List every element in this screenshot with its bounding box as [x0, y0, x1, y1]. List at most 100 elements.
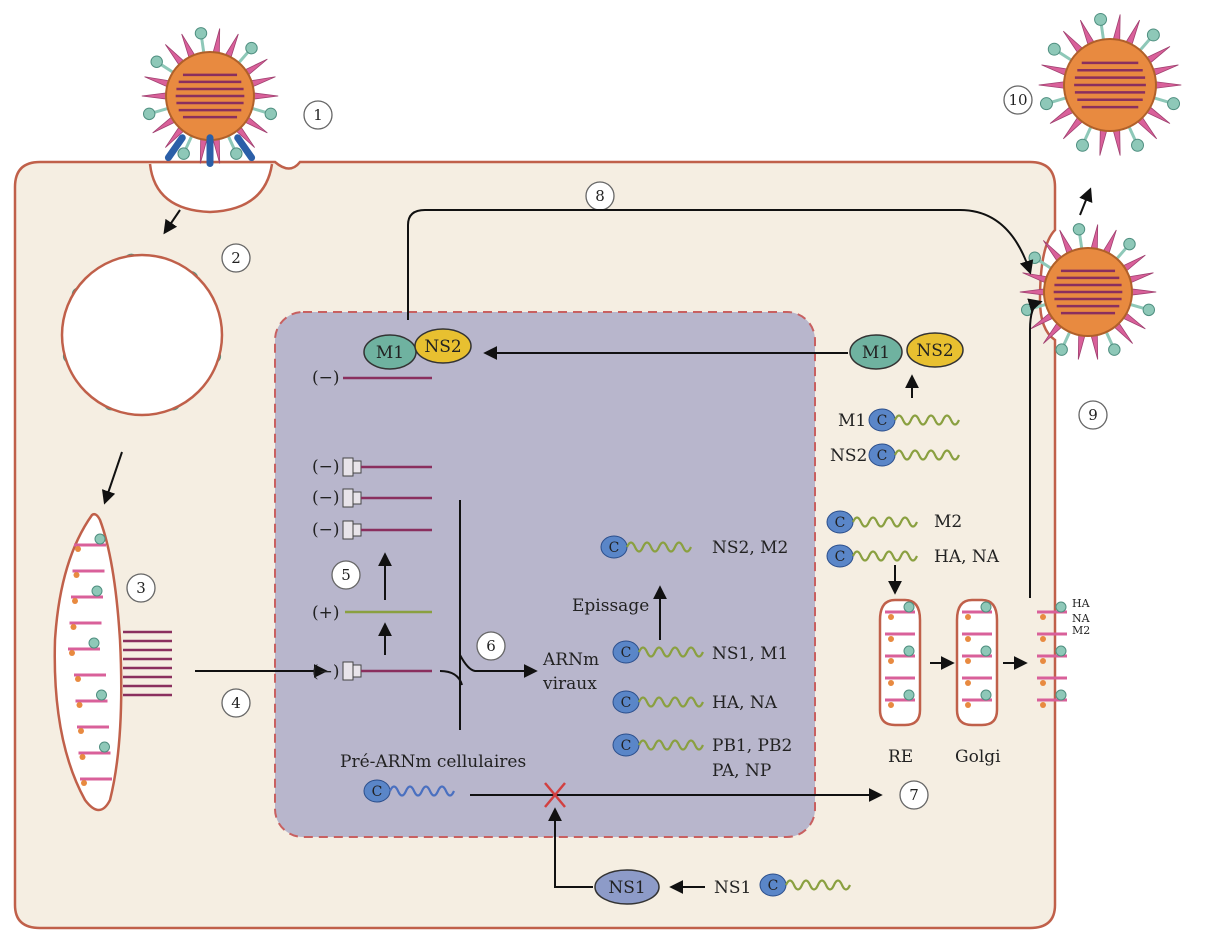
ha-spike: [141, 92, 167, 100]
mrna-ha-na: C: [612, 690, 705, 714]
mrna-strand: [388, 785, 456, 797]
step-4-marker: 4: [221, 688, 251, 718]
endocytic-pit: [148, 163, 274, 214]
plus-label: (+): [312, 603, 340, 623]
mrna-strand: [893, 414, 961, 426]
na-spike-head: [1094, 12, 1108, 26]
m2-channel: [1040, 658, 1046, 664]
re-label: RE: [888, 747, 913, 767]
mrna-strand: [784, 879, 852, 891]
ha-spike: [1112, 14, 1121, 41]
cap-letter: C: [877, 448, 888, 464]
ha-spike: [1043, 240, 1063, 262]
ha-spike: [1131, 288, 1157, 296]
arrow-1-2: [163, 209, 181, 235]
polymerase-icon: [342, 457, 354, 477]
m2-channel: [69, 650, 75, 656]
minus-label-4: (−): [312, 662, 340, 682]
ha-spike: [1122, 312, 1146, 330]
na-spike-head: [88, 637, 100, 649]
arrow-transcription-merge: [459, 654, 538, 678]
m2-channel: [888, 680, 894, 686]
ha-spike: [165, 44, 185, 66]
ha-spike: [1146, 46, 1171, 64]
block-x-icon: [544, 782, 566, 808]
ha-spike: [1137, 117, 1158, 140]
m2-channel: [888, 702, 894, 708]
step-5-marker: 5: [331, 560, 361, 590]
receptor-icon: [234, 134, 256, 162]
na-spike-head: [1146, 28, 1160, 42]
mrna-m2-cyto: C: [826, 510, 919, 534]
m2-channel: [965, 614, 971, 620]
membrane-ha-label: HA: [1072, 597, 1091, 610]
virion-attaching: [141, 27, 279, 168]
arrow-cap-snatch: [439, 670, 463, 686]
ha-spike: [152, 116, 176, 134]
ha-spike: [212, 28, 221, 54]
ha-spike: [1099, 129, 1108, 156]
mrna-ns1-m1: C: [612, 640, 705, 664]
step-circle: [331, 560, 361, 590]
mrna-strand: [893, 449, 961, 461]
ha-spike: [253, 92, 279, 100]
polymerase-subunit: [352, 491, 362, 505]
mrna-strand: [625, 541, 693, 553]
ha-spike: [1112, 129, 1121, 156]
na-spike-head: [1028, 251, 1041, 264]
m2-channel: [79, 754, 86, 760]
pre-mrna-cellular: C: [363, 779, 456, 803]
na-spike-head: [150, 55, 163, 68]
mrna-ns1-cyto: C: [759, 873, 852, 897]
ha-spike: [1128, 272, 1154, 284]
mrna-m1-cyto: C: [868, 408, 961, 432]
m2-channel: [965, 636, 971, 642]
cap-letter: C: [621, 738, 632, 754]
m2-channel: [888, 636, 894, 642]
na-spike-head: [1055, 689, 1067, 701]
mrna-pb-label: PB1, PB2: [712, 736, 792, 756]
polymerase-icon: [342, 520, 354, 540]
na-spike-head: [1123, 237, 1136, 251]
na-spike-head: [1055, 645, 1067, 657]
mrna-ns2-m2-label: NS2, M2: [712, 538, 788, 558]
ns1-protein: NS1: [594, 869, 660, 905]
step-number: 4: [231, 694, 241, 712]
mrna-strand: [637, 739, 705, 751]
m2-channel: [1040, 636, 1046, 642]
step-number: 2: [231, 249, 241, 267]
receptor-icon: [164, 134, 186, 162]
m1-ns2-cytoplasm: M1 NS2: [849, 332, 964, 370]
na-spike-head: [264, 107, 278, 121]
mrna-strand: [637, 646, 705, 658]
ha-spike: [250, 76, 276, 88]
step-circle: [1078, 400, 1108, 430]
ha-spike: [1113, 322, 1133, 344]
na-spike-head: [903, 645, 915, 657]
arrow-8-export: [407, 209, 1034, 320]
arnm-label: ARNm: [542, 650, 599, 670]
m2-channel: [1040, 702, 1046, 708]
membrane-m2-label: M2: [1072, 624, 1090, 637]
na-spike-head: [194, 27, 208, 40]
ha-spike: [1102, 229, 1117, 254]
cyto-ns2-label: NS2: [830, 446, 867, 466]
mrna-strand: [637, 696, 705, 708]
na-spike-head: [91, 585, 103, 597]
na-spike-head: [99, 741, 110, 753]
mrna-strand: [851, 550, 919, 562]
mrna-pa-np-label: PA, NP: [712, 761, 771, 781]
cyto-ha-na-label: HA, NA: [934, 547, 1000, 567]
ns1-label: NS1: [608, 878, 645, 898]
cap-letter: C: [372, 784, 383, 800]
step-7-marker: 7: [899, 780, 929, 810]
m1-label-cyto: M1: [862, 343, 890, 363]
polymerase-icon: [342, 661, 354, 681]
ha-spike: [1062, 117, 1083, 140]
cap-letter: C: [877, 413, 888, 429]
golgi-membrane: [955, 598, 999, 727]
m2-channel: [965, 658, 971, 664]
m2-channel: [888, 614, 894, 620]
